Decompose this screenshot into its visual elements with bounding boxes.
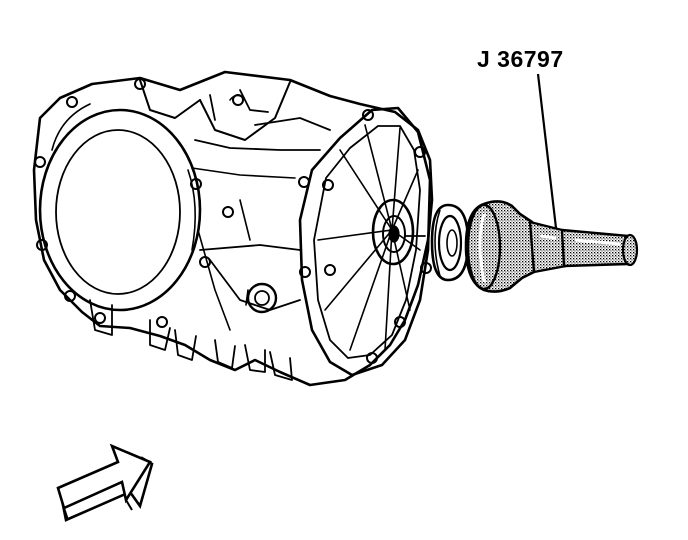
callout-leader-line — [536, 73, 558, 229]
output-seal — [430, 203, 470, 282]
seal-installer-tool — [464, 200, 639, 293]
outline-arrow-icon — [56, 443, 154, 522]
housing-outline — [32, 70, 434, 387]
tool-taper — [528, 220, 568, 274]
side-cover — [38, 108, 202, 312]
housing-bolts — [34, 78, 432, 364]
side-cover-inner — [55, 129, 181, 295]
output-flange — [298, 106, 432, 377]
differential-housing — [32, 70, 434, 387]
output-bore — [371, 198, 415, 266]
tool-callout-label: J 36797 — [477, 46, 564, 72]
